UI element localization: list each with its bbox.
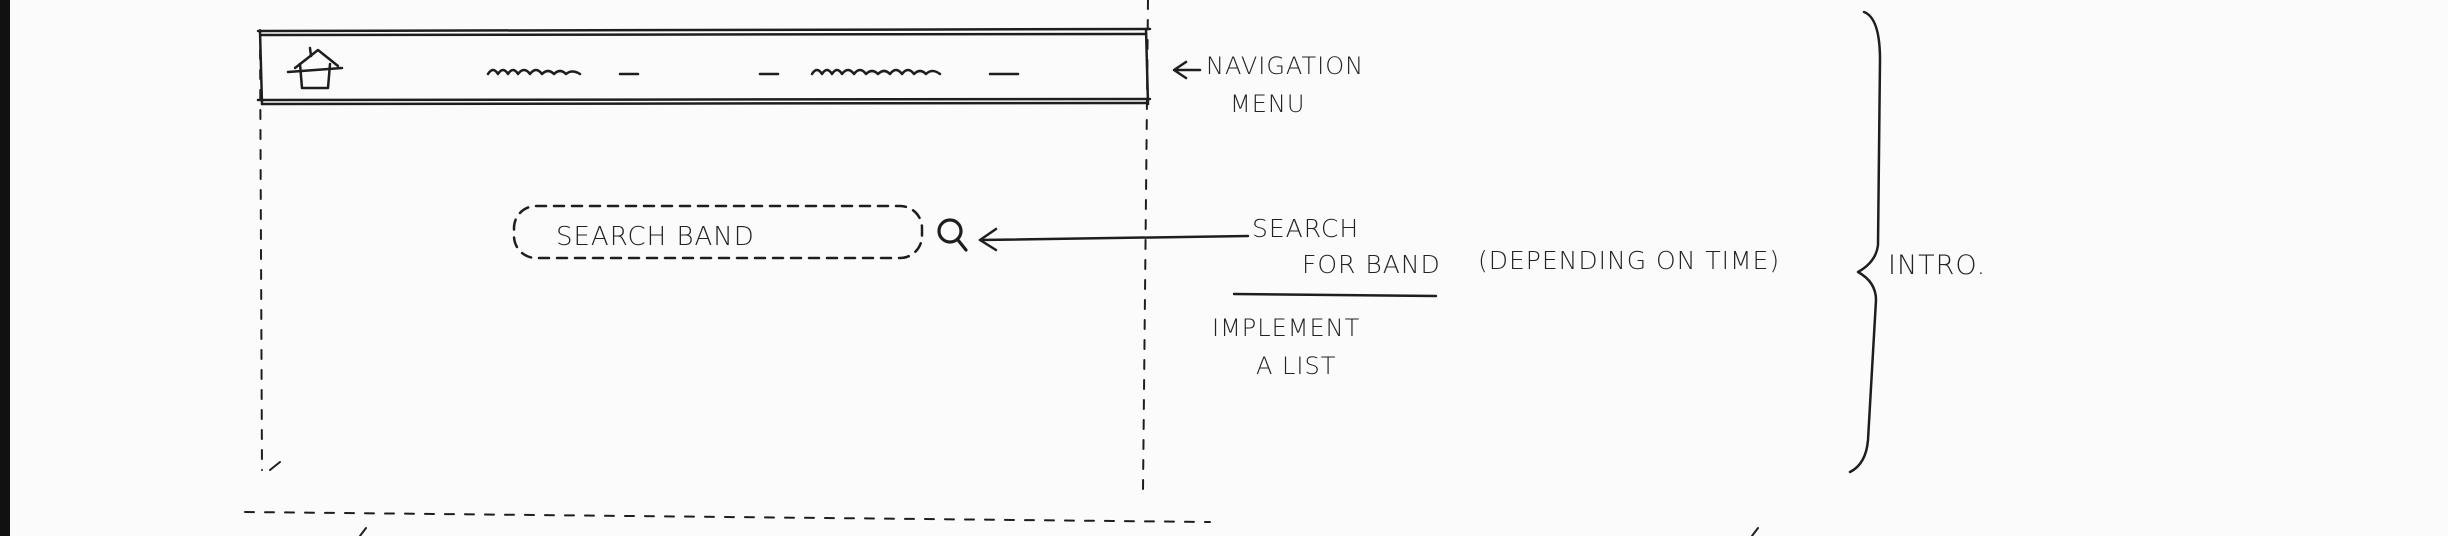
annotation-search: SEARCH: [1252, 214, 1360, 243]
arrow-search: [978, 227, 1250, 252]
arrow-navigation-menu: [1172, 60, 1202, 80]
navigation-bar: [256, 27, 1152, 106]
annotation-divider: [1232, 292, 1438, 298]
page-edge: [0, 0, 10, 536]
search-box-outline: [512, 204, 924, 260]
annotation-a-list: A LIST: [1256, 352, 1337, 380]
section-label-intro: INTRO.: [1888, 250, 1987, 281]
annotation-navigation: NAVIGATION: [1206, 52, 1365, 80]
annotation-menu: MENU: [1230, 90, 1306, 118]
screen-frame: [244, 0, 1211, 523]
intro-bracket: [1848, 10, 1882, 474]
annotation-for-band: FOR BAND: [1302, 250, 1441, 279]
search-band-placeholder: SEARCH BAND: [556, 222, 755, 252]
magnifier-icon: [937, 218, 968, 252]
annotation-implement: IMPLEMENT: [1212, 314, 1361, 342]
nav-item-scribble-2: [758, 68, 1020, 76]
nav-item-scribble-1: [486, 68, 640, 76]
home-icon: [286, 46, 344, 90]
annotation-depending-on-time: (DEPENDING ON TIME): [1478, 246, 1781, 275]
